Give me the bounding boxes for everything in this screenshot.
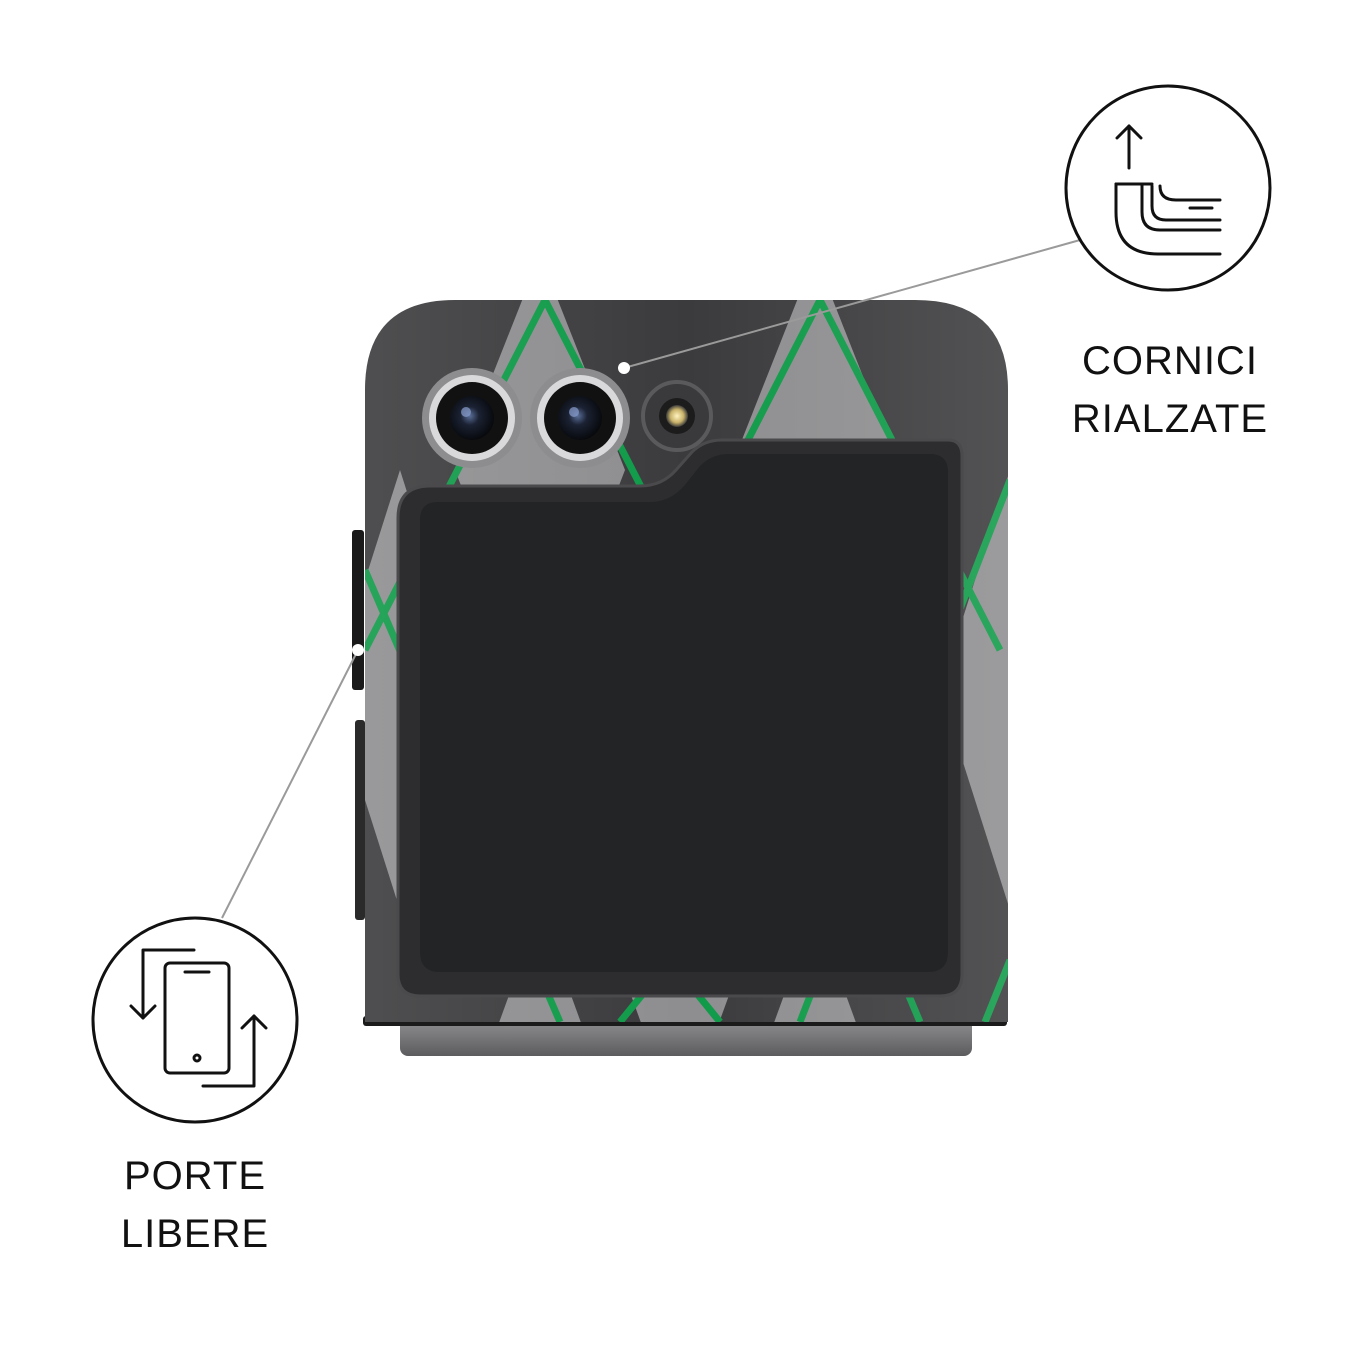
- feature-label-line: PORTE: [123, 1154, 267, 1198]
- leader-line-top: [618, 239, 1081, 374]
- feature-label-line: LIBERE: [120, 1212, 270, 1256]
- cover-screen: [420, 454, 948, 972]
- feature-label-raised-edges: CORNICI RIALZATE: [1040, 332, 1300, 448]
- raised-edge-icon: [1064, 84, 1272, 292]
- feature-label-line: RIALZATE: [1071, 397, 1269, 441]
- rear-camera-lens-1: [422, 368, 522, 468]
- rear-camera-lens-2: [530, 368, 630, 468]
- camera-flash: [641, 380, 713, 452]
- feature-label-line: CORNICI: [1082, 339, 1258, 383]
- phone-rotate-icon: [91, 916, 299, 1124]
- leader-line-bottom: [221, 644, 364, 919]
- feature-label-free-ports: PORTE LIBERE: [80, 1147, 310, 1263]
